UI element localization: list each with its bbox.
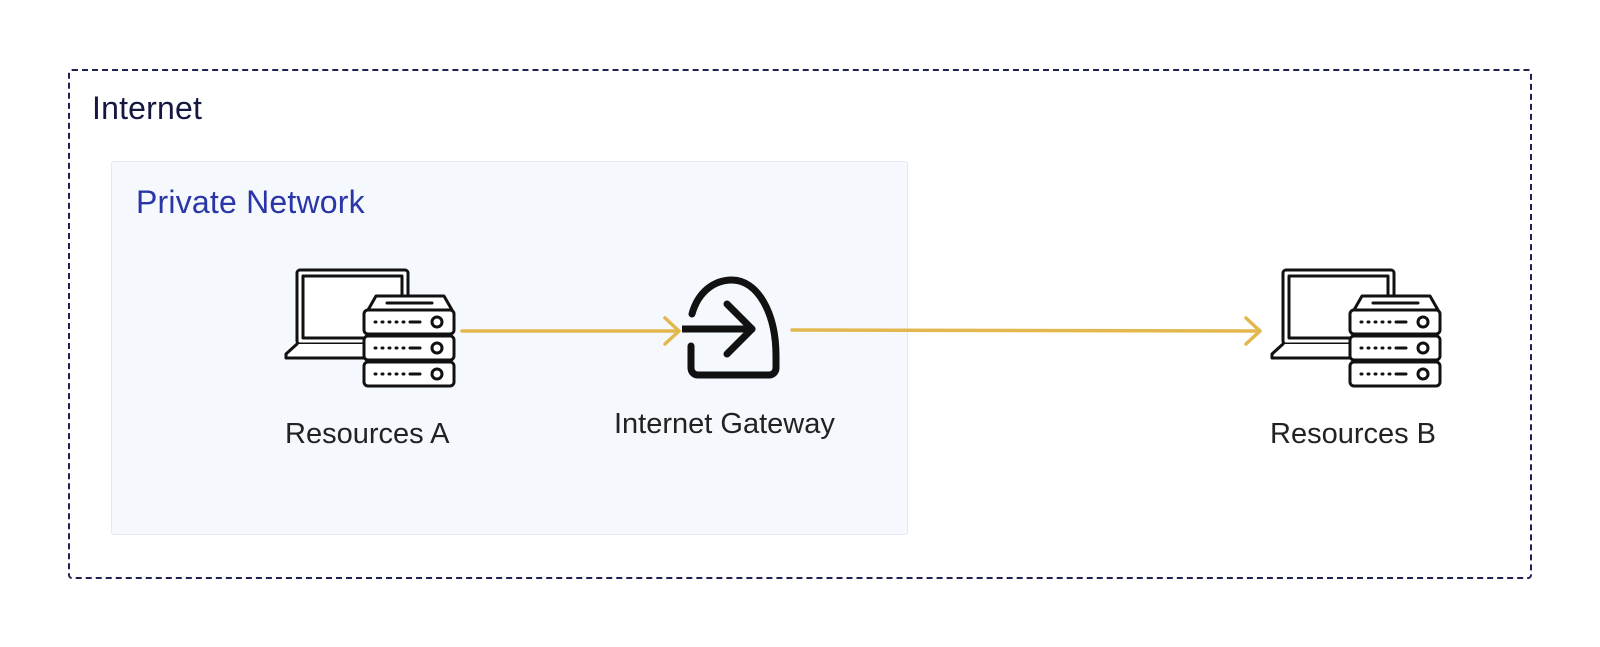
resources-b-label: Resources B — [1270, 418, 1437, 450]
gateway-arrow-icon — [682, 276, 780, 379]
laptop-server-icon — [284, 268, 456, 388]
private-network-label: Private Network — [136, 184, 365, 220]
internet-boundary — [68, 69, 1532, 579]
resources-a-label: Resources A — [285, 418, 450, 450]
internet-label: Internet — [92, 90, 203, 126]
internet-gateway-label: Internet Gateway — [614, 408, 835, 440]
laptop-server-icon — [1270, 268, 1442, 388]
